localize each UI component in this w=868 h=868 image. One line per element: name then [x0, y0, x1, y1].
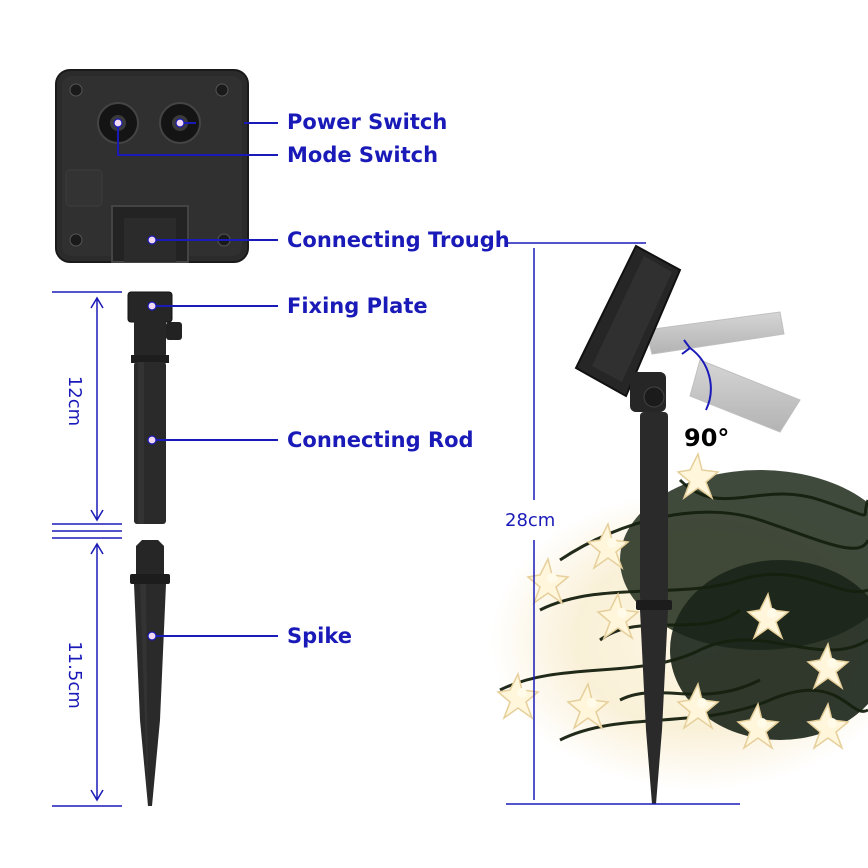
tilted-panel-ghost	[645, 311, 801, 433]
spike-dot	[147, 631, 157, 641]
screw-icon	[69, 233, 83, 247]
angle-arc	[681, 339, 712, 411]
fixing-plate-label: Fixing Plate	[287, 294, 428, 318]
connecting-rod-label: Connecting Rod	[287, 428, 474, 452]
spike-length-label: 11.5cm	[64, 641, 85, 709]
mode-switch-dot	[175, 118, 185, 128]
dimension-lines-right	[506, 242, 740, 805]
string-lights-bundle	[490, 451, 868, 790]
spike-part	[130, 540, 170, 806]
screw-icon	[215, 83, 229, 97]
power-switch-dot	[113, 118, 123, 128]
callout-dots	[113, 118, 185, 641]
rod-length-label: 12cm	[64, 375, 85, 427]
connecting-rod-part	[127, 291, 182, 524]
assembled-solar-stake	[574, 244, 682, 804]
total-height-label: 28cm	[505, 510, 556, 531]
connecting-rod-dot	[147, 435, 157, 445]
connecting-trough-label: Connecting Trough	[287, 228, 510, 252]
connecting-trough-dot	[147, 235, 157, 245]
screw-icon	[69, 83, 83, 97]
dimension-lines-left	[52, 291, 122, 807]
spike-label: Spike	[287, 624, 352, 648]
tilt-angle-label: 90°	[684, 424, 730, 452]
power-switch-label: Power Switch	[287, 110, 448, 134]
solar-panel-box	[55, 69, 249, 263]
fixing-plate-dot	[147, 301, 157, 311]
mode-switch-label: Mode Switch	[287, 143, 439, 167]
callout-lines	[117, 122, 278, 637]
